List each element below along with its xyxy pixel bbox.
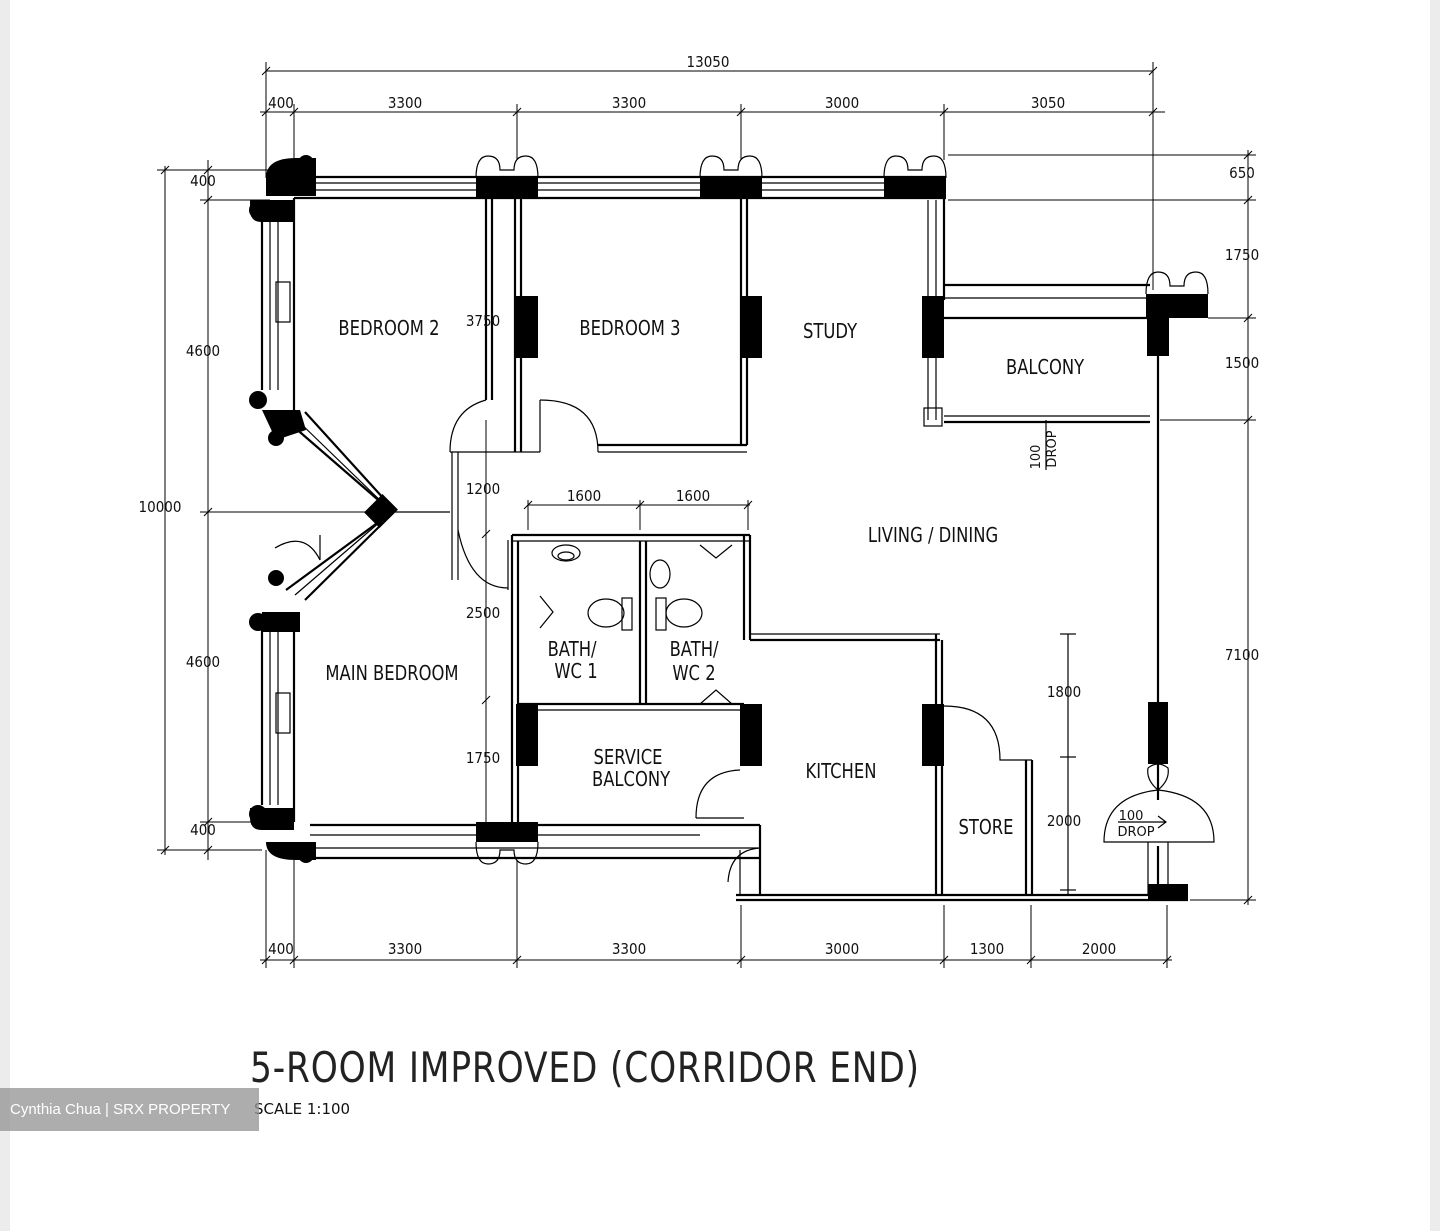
- room-bath-1-line2: WC 1: [554, 661, 597, 684]
- dim-kitchen-lower: 2000: [1047, 813, 1081, 830]
- room-study: STUDY: [803, 321, 858, 344]
- outer-walls: [260, 175, 1208, 902]
- dim-bottom-5: 1300: [970, 941, 1004, 958]
- dim-bottom-6: 2000: [1082, 941, 1116, 958]
- dim-top-3: 3300: [612, 95, 646, 112]
- plan-scale: SCALE 1:100: [254, 1100, 350, 1118]
- room-bedroom-3: BEDROOM 3: [579, 318, 680, 341]
- dim-bath2-width: 1600: [676, 488, 710, 505]
- dim-kitchen-upper: 1800: [1047, 684, 1081, 701]
- balcony-drop-number: 100: [1029, 445, 1044, 470]
- dim-right-4: 7100: [1225, 647, 1259, 664]
- room-main-bedroom: MAIN BEDROOM: [325, 663, 458, 686]
- watermark: Cynthia Chua | SRX PROPERTY: [0, 1088, 259, 1131]
- balcony-drop-word: DROP: [1045, 430, 1060, 467]
- dim-right-1: 650: [1229, 165, 1255, 182]
- plan-sheet: [10, 0, 1430, 1231]
- columns: [249, 155, 1209, 865]
- entry-drop-number: 100: [1119, 809, 1144, 824]
- room-balcony: BALCONY: [1006, 357, 1085, 380]
- dim-bottom-1: 400: [268, 941, 294, 958]
- room-service-balcony-line1: SERVICE: [593, 747, 662, 770]
- interior-dimensions: [481, 420, 753, 826]
- room-service-balcony-line2: BALCONY: [592, 769, 671, 792]
- entry-drop-word: DROP: [1117, 825, 1154, 840]
- plan-title: 5-ROOM IMPROVED (CORRIDOR END): [250, 1044, 920, 1093]
- dim-right-2: 1750: [1225, 247, 1259, 264]
- dim-top-2: 3300: [388, 95, 422, 112]
- dim-top-4: 3000: [825, 95, 859, 112]
- dim-top-1: 400: [268, 95, 294, 112]
- dim-overall-width: 13050: [687, 54, 730, 71]
- dim-bottom-4: 3000: [825, 941, 859, 958]
- angled-bay: [274, 411, 450, 601]
- room-bath-2-line2: WC 2: [672, 663, 715, 686]
- dim-corridor: 1200: [466, 481, 500, 498]
- right-dimensions: [948, 150, 1256, 905]
- room-living-dining: LIVING / DINING: [868, 525, 998, 548]
- entry-door: [1103, 763, 1215, 895]
- dim-left-4: 400: [190, 822, 216, 839]
- room-bath-2-line1: BATH/: [670, 639, 720, 662]
- dim-left-1: 400: [190, 173, 216, 190]
- top-dimensions: [260, 62, 1165, 290]
- left-dimensions: [157, 160, 380, 860]
- room-store: STORE: [958, 817, 1013, 840]
- dim-left-3: 4600: [186, 654, 220, 671]
- room-kitchen: KITCHEN: [806, 761, 877, 784]
- dim-left-2: 4600: [186, 343, 220, 360]
- dim-bath-depth: 2500: [466, 605, 500, 622]
- entry-drop-arrow: [1118, 815, 1167, 829]
- dim-right-3: 1500: [1225, 355, 1259, 372]
- bottom-dimensions: [260, 850, 1172, 968]
- dim-bottom-2: 3300: [388, 941, 422, 958]
- room-bath-1-line1: BATH/: [548, 639, 598, 662]
- dim-top-5: 3050: [1031, 95, 1065, 112]
- dim-bath1-width: 1600: [567, 488, 601, 505]
- dim-bedroom3-depth: 3750: [466, 313, 500, 330]
- dim-left-overall: 10000: [139, 499, 182, 516]
- room-bedroom-2: BEDROOM 2: [338, 318, 439, 341]
- dim-service-depth: 1750: [466, 750, 500, 767]
- interior-walls: [449, 198, 1076, 895]
- dim-bottom-3: 3300: [612, 941, 646, 958]
